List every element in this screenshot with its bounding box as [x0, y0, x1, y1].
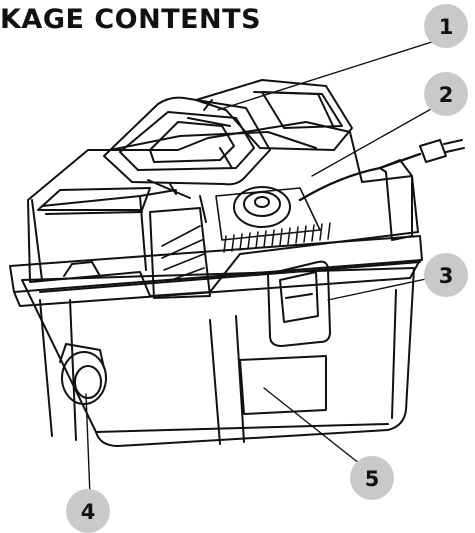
- callout-number-5: 5: [365, 467, 380, 491]
- callout-number-4: 4: [81, 500, 96, 524]
- callout-badge-2: 2: [424, 72, 468, 116]
- leader-line-4: [85, 393, 91, 497]
- base-bin: [21, 267, 415, 447]
- side-outlet-port: [61, 351, 107, 405]
- lid-rim-band: [9, 235, 423, 293]
- callout-badge-3: 3: [424, 253, 468, 297]
- callout-badge-5: 5: [350, 456, 394, 500]
- callout-number-3: 3: [439, 264, 454, 288]
- callout-badge-4: 4: [66, 489, 110, 533]
- right-tower: [195, 79, 353, 151]
- leader-line-3: [327, 275, 441, 301]
- power-plug: [419, 139, 447, 163]
- leader-line-5: [263, 387, 361, 465]
- power-cord: [298, 152, 422, 202]
- leader-line-1: [217, 39, 439, 111]
- callout-number-1: 1: [439, 15, 454, 39]
- top-port-boss: [233, 186, 291, 228]
- right-top-plate: [261, 91, 343, 129]
- callout-number-2: 2: [439, 83, 454, 107]
- front-label-panel: [239, 355, 327, 415]
- left-top-plate: [37, 187, 151, 211]
- side-vent-panel: [149, 207, 211, 299]
- carry-handle: [103, 96, 271, 186]
- page-title: KAGE CONTENTS: [0, 4, 262, 35]
- leader-lines: [85, 39, 441, 497]
- front-latch: [267, 260, 331, 347]
- leader-line-2: [311, 103, 441, 177]
- callout-badge-1: 1: [424, 4, 468, 48]
